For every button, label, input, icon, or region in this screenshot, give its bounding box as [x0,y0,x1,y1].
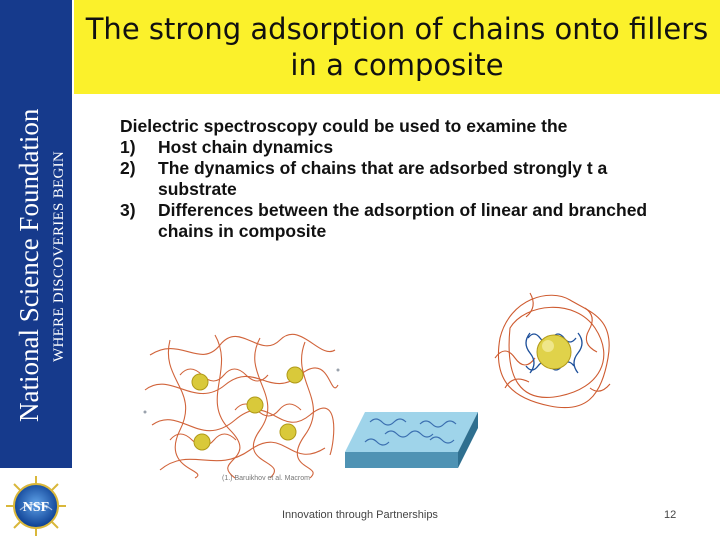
composite-cluster-illustration [143,333,340,479]
list-item-text: Differences between the adsorption of li… [158,200,648,241]
list-item-number: 2) [120,158,136,178]
list-item: 1) Host chain dynamics [120,137,660,158]
nsf-sidebar: National Science Foundation WHERE DISCOV… [0,0,72,468]
list-item: 3) Differences between the adsorption of… [120,200,660,242]
adsorbed-particle-illustration [494,292,611,409]
footer-text: Innovation through Partnerships [282,509,438,521]
list-item-number: 3) [120,200,136,220]
list-item-text: Host chain dynamics [158,137,334,157]
substrate-slab-illustration [345,412,478,468]
page-number: 12 [664,509,677,521]
intro-text: Dielectric spectroscopy could be used to… [120,116,568,136]
org-name: National Science Foundation [14,108,44,422]
list-item-text: The dynamics of chains that are adsorbed… [158,158,608,199]
slide-title-banner: The strong adsorption of chains onto fil… [74,0,720,94]
list-item: 2) The dynamics of chains that are adsor… [120,158,660,200]
nsf-logo-icon: NSF [6,476,66,536]
figure-caption: (1.) Baruikhov et al. Macrom [222,475,310,482]
list-item-number: 1) [120,137,136,157]
slide-title: The strong adsorption of chains onto fil… [85,12,709,82]
logo-text: NSF [23,500,49,515]
org-tagline: WHERE DISCOVERIES BEGIN [51,150,67,362]
topic-list: 1) Host chain dynamics 2) The dynamics o… [120,137,660,242]
slide-body: Dielectric spectroscopy could be used to… [120,116,660,242]
